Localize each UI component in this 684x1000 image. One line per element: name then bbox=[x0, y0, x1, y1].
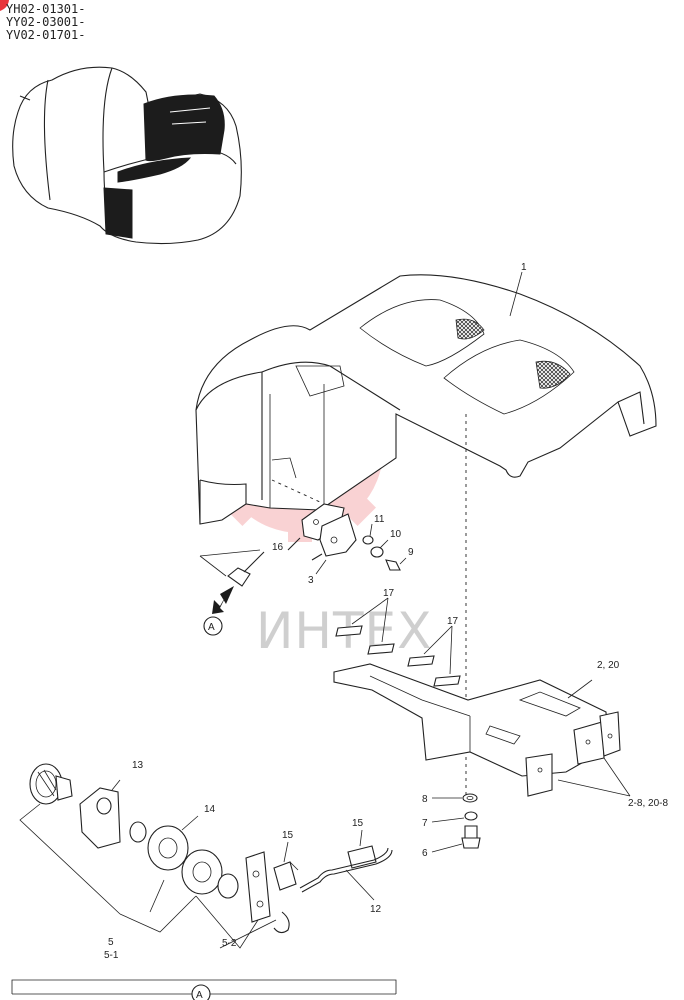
callout-16: 16 bbox=[272, 542, 284, 553]
serial-line-2: YY02-03001- bbox=[6, 15, 85, 29]
callout-5-1: 5-1 bbox=[104, 950, 119, 961]
callout-15-right: 15 bbox=[352, 818, 364, 829]
pads: 17 17 bbox=[335, 588, 461, 687]
callout-2-8-20-8: 2-8, 20-8 bbox=[628, 798, 668, 809]
callout-8: 8 bbox=[422, 794, 428, 805]
callout-10: 10 bbox=[390, 529, 402, 540]
callout-12: 12 bbox=[370, 904, 382, 915]
serial-numbers: YH02-01301- YY02-03001- YV02-01701- bbox=[6, 2, 85, 42]
cover-hood bbox=[195, 274, 657, 525]
latch-bracket: 16 3 bbox=[272, 503, 357, 586]
callout-1: 1 bbox=[521, 262, 527, 273]
callout-15-left: 15 bbox=[282, 830, 294, 841]
latch-hardware: 11 10 9 bbox=[362, 514, 414, 571]
callout-14: 14 bbox=[204, 804, 216, 815]
callout-6: 6 bbox=[422, 848, 428, 859]
base-hardware: 8 7 6 bbox=[422, 793, 481, 859]
callout-7: 7 bbox=[422, 818, 428, 829]
callout-17-upper: 17 bbox=[383, 588, 395, 599]
callout-5: 5 bbox=[108, 937, 114, 948]
view-a-pointer: A bbox=[199, 549, 265, 636]
serial-line-1: YH02-01301- bbox=[6, 2, 85, 16]
view-marker-a: A bbox=[208, 622, 215, 633]
base-bracket: 2, 20 2-8, 20-8 bbox=[333, 660, 668, 809]
view-marker-a-bottom: A bbox=[196, 990, 203, 1000]
serial-line-3: YV02-01701- bbox=[6, 28, 85, 42]
callout-3: 3 bbox=[308, 575, 314, 586]
lock-assembly: 13 14 15 15 12 bbox=[11, 760, 397, 1000]
callout-11: 11 bbox=[374, 514, 385, 525]
callout-2-20: 2, 20 bbox=[597, 660, 620, 671]
callout-17-lower: 17 bbox=[447, 616, 459, 627]
location-thumbnail bbox=[12, 66, 242, 245]
callout-9: 9 bbox=[408, 547, 414, 558]
callout-13: 13 bbox=[132, 760, 144, 771]
corner-mark-icon bbox=[0, 0, 9, 11]
callout-5-2: 5-2 bbox=[222, 938, 237, 949]
